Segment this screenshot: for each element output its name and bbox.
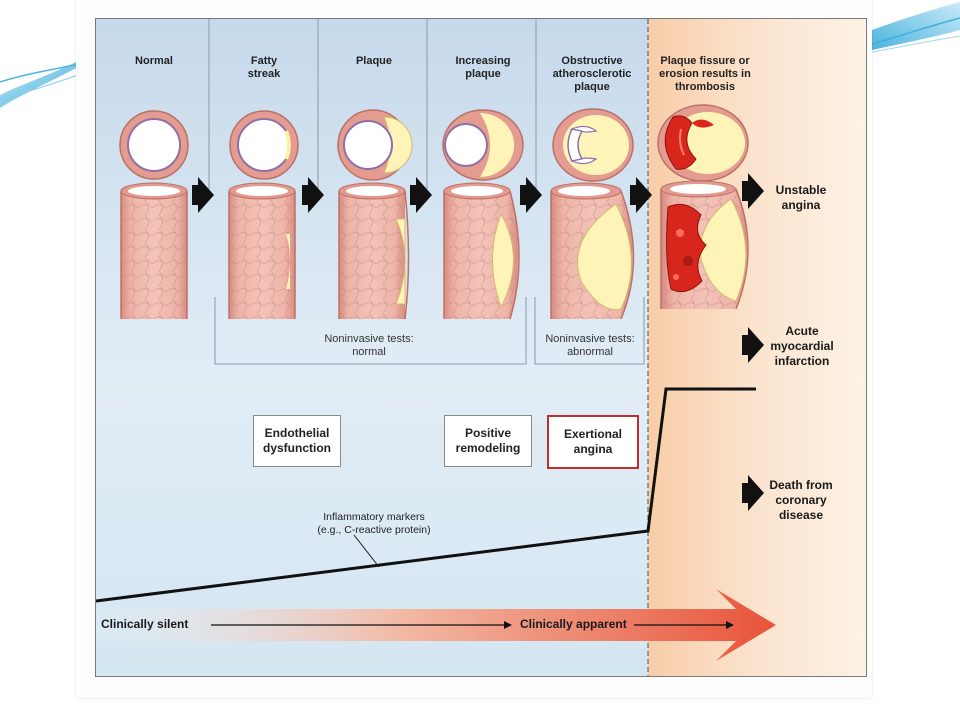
clinically-silent-label: Clinically silent (101, 617, 189, 631)
stage-label-fatty-streak: Fatty streak (247, 55, 281, 80)
atherosclerosis-diagram: Normal Fatty streak Plaque Increasing pl… (95, 18, 867, 677)
exertional-angina-box: Exertional angina (547, 415, 639, 469)
ring-increasing (442, 109, 524, 181)
tests-abnormal-label: Noninvasive tests: abnormal (545, 333, 635, 358)
positive-remodeling-box: Positive remodeling (444, 415, 532, 467)
markers-leader (353, 534, 380, 568)
tests-normal-label: Noninvasive tests: normal (324, 333, 414, 358)
arrow-3 (410, 177, 432, 213)
tube-thrombosis (660, 180, 749, 310)
arrow-1 (192, 177, 214, 213)
slide-swoosh-left (0, 60, 81, 108)
inflammatory-markers-label: Inflammatory markers (e.g., C-reactive p… (317, 511, 431, 536)
arrow-2 (302, 177, 324, 213)
arrow-4 (520, 177, 542, 213)
tube-increasing (443, 182, 520, 320)
arrow-unstable (742, 173, 764, 209)
ring-normal (119, 110, 189, 180)
tube-normal (120, 182, 188, 319)
clinically-apparent-label: Clinically apparent (520, 617, 627, 631)
tests-bracket (214, 297, 645, 365)
stage-label-normal: Normal (135, 55, 173, 67)
stage-label-thrombosis: Plaque fissure or erosion results in thr… (659, 55, 751, 93)
ring-thrombosis (657, 104, 749, 182)
ring-obstructive (552, 108, 634, 182)
slide-swoosh-right (871, 2, 960, 53)
tube-obstructive (550, 182, 635, 320)
progression-arrows (192, 173, 764, 511)
ring-fatty-streak (229, 110, 299, 180)
stage-label-obstructive: Obstructive atherosclerotic plaque (552, 55, 632, 93)
outcome-unstable-angina: Unstable angina (775, 183, 827, 212)
tube-plaque (338, 182, 410, 320)
long-sections (120, 180, 749, 320)
timeline-lines (211, 621, 734, 629)
outcome-acute-mi: Acute myocardial infarction (770, 324, 834, 368)
cross-sections (119, 104, 749, 182)
inflammatory-markers-line (96, 387, 756, 603)
ring-plaque (337, 109, 413, 181)
stage-label-plaque: Plaque (355, 55, 393, 67)
arrow-death (742, 475, 764, 511)
outcome-death: Death from coronary disease (769, 478, 833, 522)
diagram-art (96, 19, 866, 676)
stage-label-increasing: Increasing plaque (455, 55, 511, 80)
arrow-mi (742, 327, 764, 363)
endothelial-dysfunction-box: Endothelial dysfunction (253, 415, 341, 467)
tube-fatty-streak (228, 182, 296, 319)
arrow-5 (630, 177, 652, 213)
